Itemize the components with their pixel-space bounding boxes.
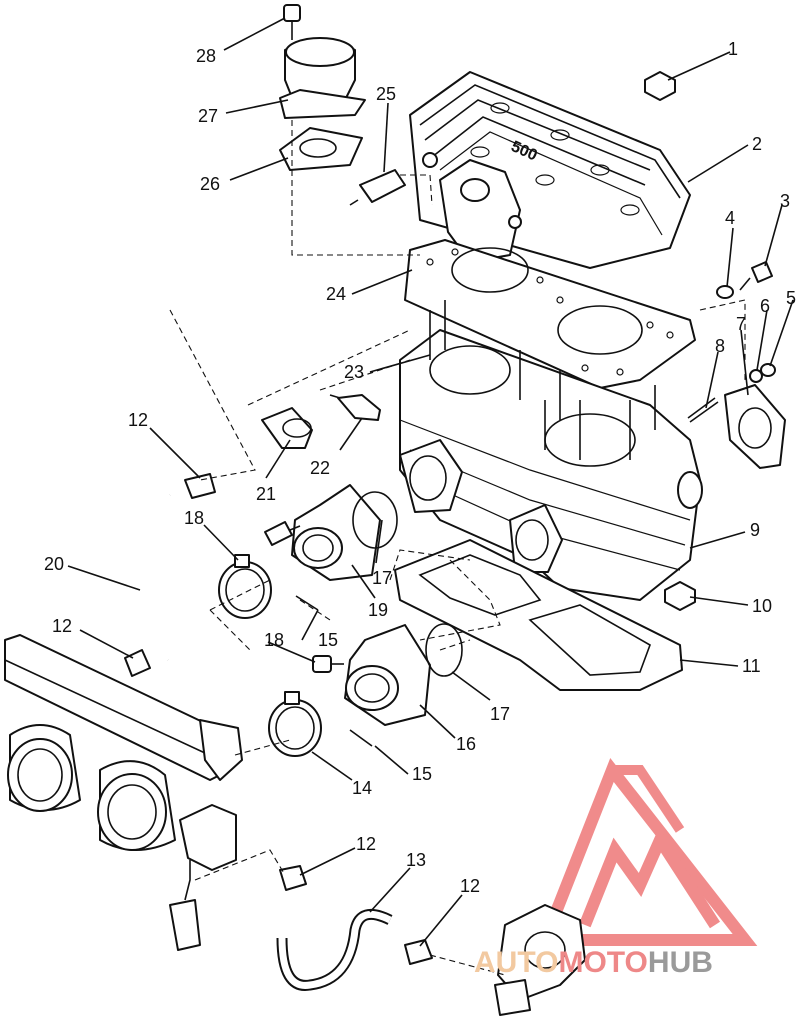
callout-15-a: 15 <box>318 630 338 650</box>
callout-19: 19 <box>368 600 388 620</box>
watermark-logo <box>536 758 758 946</box>
callout-10: 10 <box>752 596 772 616</box>
callout-11: 11 <box>742 656 761 676</box>
callout-27: 27 <box>198 106 218 126</box>
watermark-word-hub: HUB <box>648 946 713 979</box>
callout-26: 26 <box>200 174 220 194</box>
svg-text:AUTOMOTOHUB: AUTOMOTOHUB <box>474 946 713 979</box>
callout-15-b: 15 <box>412 764 432 784</box>
callout-1: 1 <box>728 39 738 59</box>
cylinder-block <box>399 300 703 601</box>
callout-20: 20 <box>44 554 64 574</box>
callout-12-d: 12 <box>460 876 480 896</box>
fittings-21-22 <box>261 394 381 449</box>
callout-14: 14 <box>352 778 372 798</box>
callout-21: 21 <box>256 484 276 504</box>
pump-housing <box>494 904 586 1016</box>
callout-17-b: 17 <box>490 704 510 724</box>
callout-4: 4 <box>725 208 735 228</box>
callout-12-a: 12 <box>128 410 148 430</box>
callout-28: 28 <box>196 46 216 66</box>
watermark-word-auto: AUTO <box>474 946 558 979</box>
exhaust-gasket <box>724 384 786 469</box>
callout-17-a: 17 <box>372 568 392 588</box>
thermostat-housing <box>422 152 522 263</box>
callout-7: 7 <box>736 314 746 334</box>
bolts <box>264 521 373 747</box>
callout-5: 5 <box>786 288 796 308</box>
intake-manifold-lower <box>344 623 463 726</box>
assembly-lines <box>169 120 746 976</box>
sensor-assembly <box>279 4 366 171</box>
callout-25: 25 <box>376 84 396 104</box>
watermark-text: AUTOMOTOHUB <box>474 946 713 979</box>
callout-labels: 1 2 3 4 5 6 7 8 9 10 11 12 12 12 12 13 1… <box>44 39 796 896</box>
callout-6: 6 <box>760 296 770 316</box>
clamps <box>218 554 322 757</box>
callout-18-b: 18 <box>264 630 284 650</box>
callout-23: 23 <box>344 362 364 382</box>
watermark-word-moto: MOTO <box>558 946 647 979</box>
hoses <box>124 473 433 991</box>
throttle-body-assembly <box>4 634 243 951</box>
intake-manifold-upper <box>291 484 398 581</box>
leader-lines <box>67 17 794 947</box>
callout-13: 13 <box>406 850 426 870</box>
callout-2: 2 <box>752 134 762 154</box>
fitting-25 <box>349 169 406 206</box>
callout-24: 24 <box>326 284 346 304</box>
head-gasket <box>404 239 696 389</box>
callout-8: 8 <box>715 336 725 356</box>
callout-12-b: 12 <box>52 616 72 636</box>
callout-18-a: 18 <box>184 508 204 528</box>
callout-3: 3 <box>780 191 790 211</box>
hardware-small <box>644 71 776 611</box>
callout-22: 22 <box>310 458 330 478</box>
callout-16: 16 <box>456 734 476 754</box>
callout-12-c: 12 <box>356 834 376 854</box>
callout-9: 9 <box>750 520 760 540</box>
